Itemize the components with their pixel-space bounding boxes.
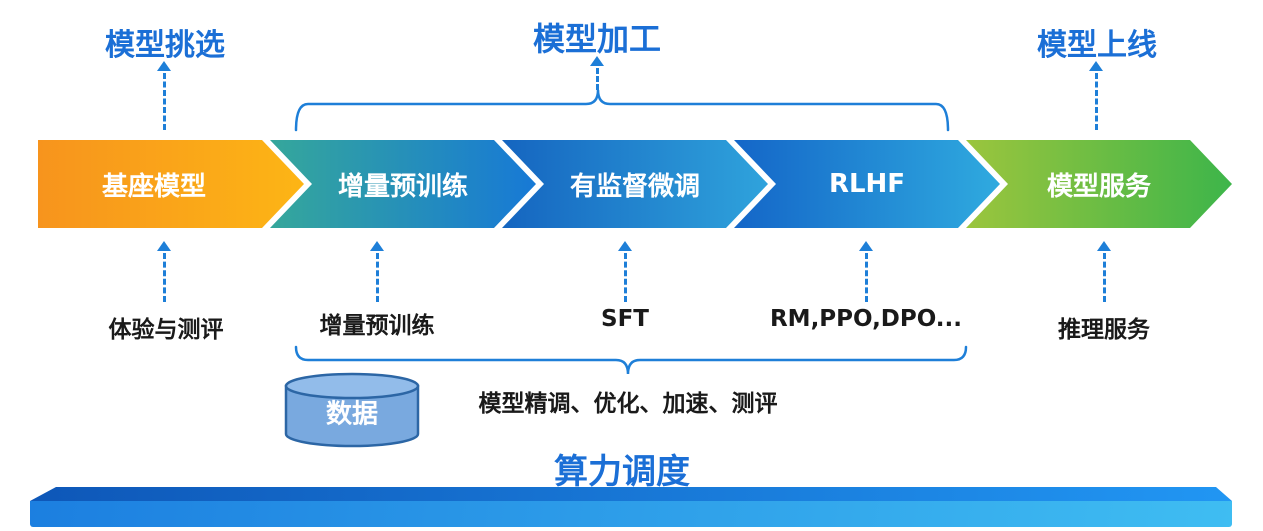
dashed-arrow-line xyxy=(163,73,166,130)
dashed-arrow-line xyxy=(1095,73,1098,130)
stage-label: RLHF xyxy=(828,169,906,199)
arrow-up-icon xyxy=(157,241,171,251)
stage-model-service: 模型服务 xyxy=(966,140,1232,228)
header-model-selection: 模型挑选 xyxy=(105,28,225,63)
note-sft: SFT xyxy=(601,306,649,332)
dashed-arrow-line xyxy=(624,253,627,302)
note-inference-service: 推理服务 xyxy=(1058,317,1150,343)
arrow-up-icon xyxy=(1089,61,1103,71)
brace-bottom xyxy=(294,345,968,375)
dashed-arrow-line xyxy=(376,253,379,302)
footer-compute-scheduling: 算力调度 xyxy=(554,452,690,492)
platform-front-face xyxy=(30,501,1232,527)
stage-label: 增量预训练 xyxy=(337,171,468,202)
header-model-processing: 模型加工 xyxy=(532,20,662,58)
dashed-arrow-line xyxy=(1103,253,1106,302)
dashed-arrow-line xyxy=(596,68,599,90)
dashed-arrow-line xyxy=(163,253,166,302)
arrow-up-icon xyxy=(1097,241,1111,251)
platform-top-face xyxy=(30,487,1232,501)
database-label: 数据 xyxy=(325,399,379,430)
stage-incremental-pretraining: 增量预训练 xyxy=(270,140,536,228)
note-experience-evaluation: 体验与测评 xyxy=(108,317,224,343)
arrow-up-icon xyxy=(859,241,873,251)
brace-top xyxy=(294,89,950,132)
arrow-up-icon xyxy=(370,241,384,251)
header-model-launch: 模型上线 xyxy=(1037,28,1157,63)
stage-label: 有监督微调 xyxy=(569,171,700,202)
arrow-up-icon xyxy=(618,241,632,251)
note-incremental-pretraining: 增量预训练 xyxy=(319,313,435,339)
stage-label: 模型服务 xyxy=(1046,171,1151,202)
arrow-up-icon xyxy=(157,61,171,71)
stage-rlhf: RLHF xyxy=(734,140,1000,228)
stage-label: 基座模型 xyxy=(101,171,206,202)
stage-base-model: 基座模型 xyxy=(38,140,304,228)
arrow-up-icon xyxy=(590,56,604,66)
stage-supervised-finetuning: 有监督微调 xyxy=(502,140,768,228)
dashed-arrow-line xyxy=(865,253,868,302)
processing-note: 模型精调、优化、加速、测评 xyxy=(478,391,778,417)
note-rm-ppo-dpo: RM,PPO,DPO... xyxy=(769,306,963,332)
